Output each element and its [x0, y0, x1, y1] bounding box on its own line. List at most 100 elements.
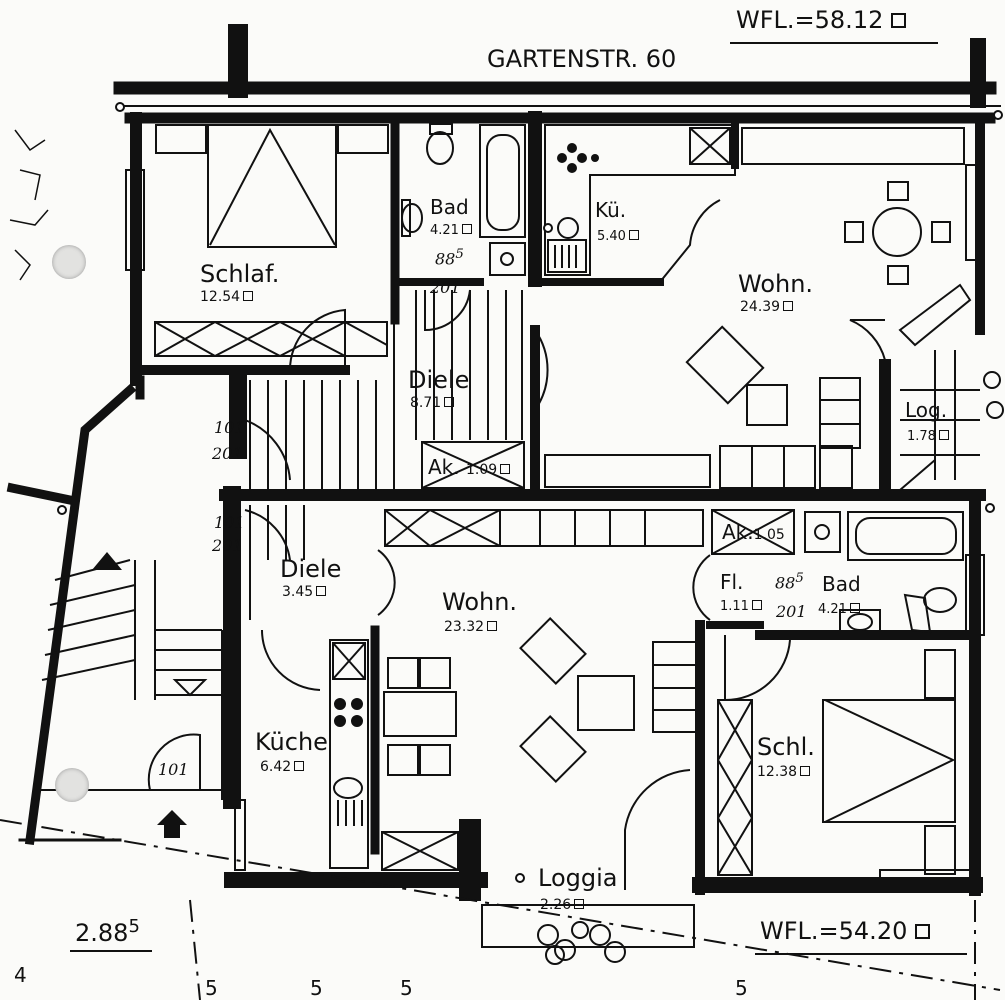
- dimension-underline: [70, 950, 152, 952]
- bad-bottom-code-a-value: 88: [775, 573, 796, 593]
- room-diele-bottom-area: 3.45: [282, 584, 327, 600]
- lower-unit-area-value: WFL.=54.20: [760, 917, 908, 945]
- door-loggia-lower: [624, 769, 691, 890]
- room-loggia-top-area: 1.78: [907, 430, 949, 443]
- door-101-top: [244, 419, 291, 481]
- room-kueche-bottom-area: 6.42: [260, 759, 305, 775]
- door-entry: [147, 733, 201, 791]
- square-unit-icon: [891, 13, 907, 28]
- room-kueche-top-area-value: 5.40: [597, 229, 626, 244]
- room-bad-bottom-area: 4.21: [818, 603, 860, 616]
- room-wohn-top-name: Wohn.: [738, 270, 814, 298]
- square-unit-icon: [461, 224, 472, 234]
- square-unit-icon: [800, 766, 811, 776]
- bad-top-code-sup: 5: [455, 247, 464, 262]
- door-wohn-lower: [377, 549, 396, 616]
- square-unit-icon: [915, 924, 931, 939]
- square-unit-icon: [849, 603, 860, 613]
- room-ak-top-area: 1.09: [465, 462, 498, 478]
- dimension-label: 2.885: [75, 916, 140, 947]
- square-unit-icon: [574, 899, 585, 909]
- room-diele-bottom-name: Diele: [280, 555, 342, 583]
- door-201-top-label-a: 201: [212, 444, 243, 463]
- stair-wall-left: [24, 383, 137, 846]
- square-unit-icon: [751, 600, 762, 610]
- square-unit-icon: [783, 301, 794, 311]
- room-kueche-top-area: 5.40: [597, 230, 639, 243]
- binder-hole-top: [52, 245, 86, 279]
- room-kueche-bottom-name: Küche: [255, 728, 328, 756]
- stair-up-arrow-icon: [92, 552, 122, 570]
- door-201-top-label-b: 201: [212, 536, 243, 555]
- door-loggia-top: [849, 319, 886, 361]
- room-wohn-bottom-area-value: 23.32: [444, 619, 485, 635]
- door-wohn-top: [534, 329, 549, 411]
- entry-door-label: 101: [158, 760, 189, 779]
- bed-lower: [822, 699, 956, 823]
- door-diele-lower: [261, 629, 321, 691]
- room-diele-bottom-area-value: 3.45: [282, 584, 314, 600]
- room-ak-bottom: Ak.1.05: [722, 522, 785, 542]
- door-101-top-label-b: 101: [214, 513, 245, 532]
- square-unit-icon: [316, 586, 327, 596]
- room-loggia-top-name: Log.: [905, 398, 948, 422]
- bed-top: [207, 124, 337, 248]
- square-unit-icon: [294, 761, 305, 771]
- room-wohn-top-area: 24.39: [740, 300, 794, 314]
- room-schlaf-area: 12.54: [200, 290, 254, 304]
- square-unit-icon: [628, 230, 639, 240]
- bottom-mark-4: 5: [735, 976, 748, 1000]
- stair-down-arrow-icon: [172, 679, 208, 697]
- room-bad-top-name: Bad: [430, 195, 469, 219]
- room-bad-bottom-name: Bad: [822, 572, 861, 596]
- room-kueche-top-name: Kü.: [595, 198, 627, 222]
- street-label: GARTENSTR. 60: [487, 45, 677, 73]
- room-loggia-top-area-value: 1.78: [907, 429, 936, 444]
- bad-top-code-b: 201: [430, 278, 461, 297]
- dimension-sup: 5: [128, 916, 140, 937]
- bad-bottom-code-b: 201: [776, 602, 807, 621]
- door-bad-top: [424, 289, 471, 332]
- square-unit-icon: [444, 397, 455, 407]
- room-loggia-bottom-area: 2.26: [540, 897, 585, 913]
- wardrobe-lower: [384, 509, 704, 547]
- bad-bottom-code-sup: 5: [795, 571, 804, 586]
- room-bad-top-area: 4.21: [430, 224, 472, 237]
- bottom-mark-2: 5: [310, 976, 323, 1000]
- room-schlaf-name: Schlaf.: [200, 260, 280, 288]
- bottom-mark-1: 5: [205, 976, 218, 1000]
- room-schl-bottom-area: 12.38: [757, 764, 811, 780]
- bad-top-code-a-value: 88: [435, 249, 456, 269]
- door-fl: [692, 554, 711, 621]
- bathtub-lower: [847, 511, 964, 561]
- door-schl-lower: [724, 635, 791, 702]
- lower-unit-area: WFL.=54.20: [760, 917, 931, 945]
- room-loggia-bottom-area-value: 2.26: [540, 897, 572, 913]
- room-bad-top-area-value: 4.21: [430, 223, 459, 238]
- wall-stair-top: [6, 482, 76, 506]
- room-wohn-bottom-area: 23.32: [444, 619, 498, 635]
- room-schl-bottom-area-value: 12.38: [757, 764, 798, 780]
- bathtub-top: [479, 124, 526, 238]
- door-schlaf: [288, 308, 346, 371]
- square-unit-icon: [243, 291, 254, 301]
- dimension-value: 2.88: [75, 919, 129, 947]
- square-unit-icon: [938, 430, 949, 440]
- bottom-mark-3: 5: [400, 976, 413, 1000]
- room-schl-bottom-name: Schl.: [757, 733, 815, 761]
- door-101-lower: [244, 509, 291, 561]
- square-unit-icon: [487, 621, 498, 631]
- room-flur-area-value: 1.11: [720, 599, 749, 614]
- bad-bottom-code-a: 885: [775, 572, 804, 591]
- room-loggia-bottom-name: Loggia: [538, 864, 618, 892]
- corner-mark: 4: [14, 963, 27, 987]
- room-diele-top-name: Diele: [408, 366, 470, 394]
- wardrobe-top: [154, 321, 388, 357]
- room-kueche-bottom-area-value: 6.42: [260, 759, 292, 775]
- binder-hole-bottom: [55, 768, 89, 802]
- room-ak-top-name: Ak.: [428, 455, 460, 479]
- bad-top-code-a: 885: [435, 248, 464, 267]
- room-diele-top-area-value: 8.71: [410, 395, 442, 411]
- entry-arrow-icon: [157, 810, 187, 838]
